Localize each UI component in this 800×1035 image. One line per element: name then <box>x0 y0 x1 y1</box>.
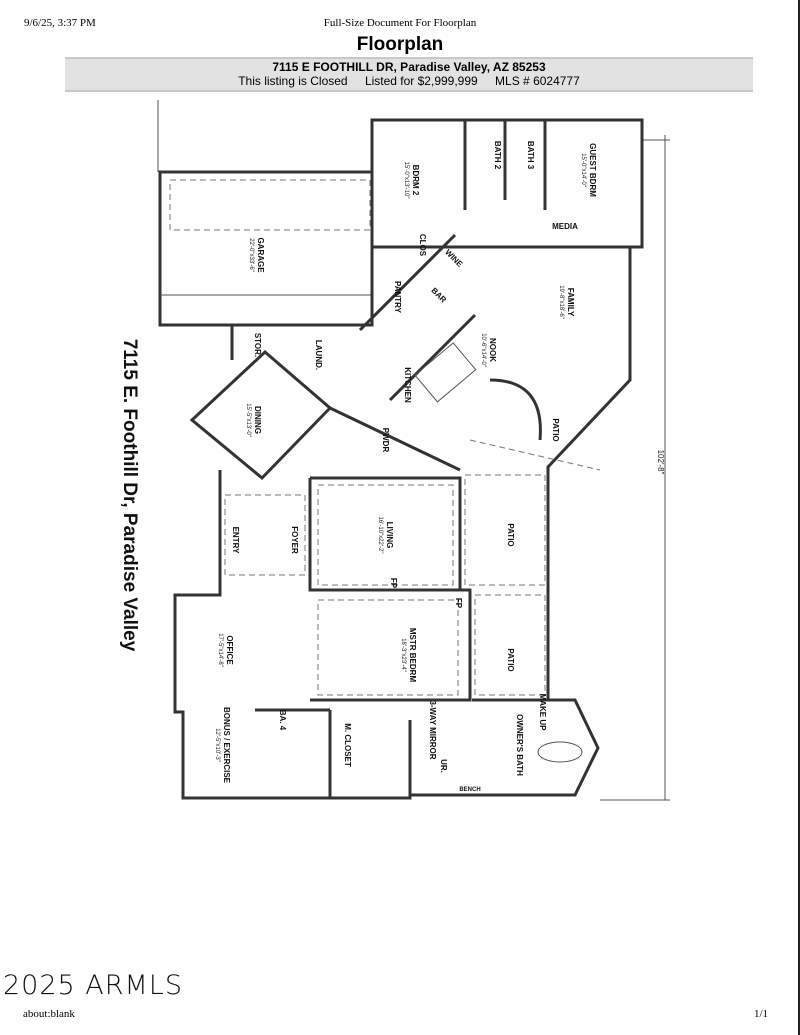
room-name: GARAGE <box>256 237 265 273</box>
listing-price: Listed for $2,999,999 <box>364 74 478 88</box>
room-dimensions: 18'-3"x23'-4" <box>400 638 406 672</box>
room-name: BATH 3 <box>526 141 535 170</box>
room-name: FP <box>389 578 398 589</box>
room-dimensions: 15'-5"x13'-0" <box>245 403 251 437</box>
room-label: CLOS <box>418 234 427 257</box>
room-name: BATH 2 <box>493 141 502 170</box>
room-name: BENCH <box>459 787 480 793</box>
room-label: BAR <box>429 286 448 305</box>
room-label: PANTRY <box>393 281 402 314</box>
room-name: PATIO <box>506 648 515 671</box>
room-name: PATIO <box>551 418 560 441</box>
room-name: LIVING <box>385 522 394 549</box>
room-label: MEDIA <box>552 222 578 231</box>
room-label: FP <box>454 598 463 609</box>
room-name: MAKE UP <box>538 694 547 732</box>
page-title: Floorplan <box>356 34 444 55</box>
room-label: BATH 2 <box>493 141 502 170</box>
room-name: CLOS <box>418 234 427 257</box>
room-name: BAR <box>429 286 448 305</box>
listing-info-bar: 7115 E FOOTHILL DR, Paradise Valley, AZ … <box>65 57 753 92</box>
room-label: WINE <box>443 248 465 270</box>
dimension-lines <box>157 100 670 801</box>
room-label: BDRM 215'-0"x13'-10" <box>403 162 420 199</box>
room-dimensions: 15'-0"x14'-0" <box>580 153 586 187</box>
room-name: M. CLOSET <box>343 723 352 767</box>
overall-dimension: 102'-8" <box>656 450 665 475</box>
print-datetime: 9/6/25, 3:37 PM <box>24 17 96 29</box>
room-label: PATIO <box>551 418 560 441</box>
walls <box>158 118 644 800</box>
room-label: OWNER'S BATH <box>515 714 524 776</box>
room-name: KITCHEN <box>403 367 412 403</box>
room-name: LAUND. <box>314 340 323 370</box>
room-dimensions: 10'-6"x14'-0" <box>480 333 486 367</box>
room-label: M. CLOSET <box>343 723 352 767</box>
room-label: PWDR <box>381 428 390 453</box>
room-dimensions: 16'-10"x22'-2" <box>377 517 383 554</box>
room-name: 3-WAY MIRROR <box>428 700 437 759</box>
room-label: PATIO <box>506 648 515 671</box>
room-name: BA. 4 <box>278 710 287 731</box>
room-dimensions: 19'-8"x18'-6" <box>558 285 564 319</box>
room-name: NOOK <box>488 338 497 362</box>
room-label: STOR. <box>253 333 262 357</box>
room-label: BATH 3 <box>526 141 535 170</box>
room-label: ENTRY <box>231 527 240 554</box>
room-dimensions: 22'-0"x33'-6" <box>248 238 254 272</box>
ceiling-dashes <box>169 179 601 696</box>
room-label: MAKE UP <box>538 694 547 732</box>
listing-mls: MLS # 6024777 <box>495 74 580 88</box>
room-name: GUEST BDRM <box>588 143 597 197</box>
room-label: BENCH <box>459 787 480 793</box>
room-label: PATIO <box>506 523 515 546</box>
room-name: WINE <box>443 248 465 270</box>
floorplan-drawing: 7115 E. Foothill Dr, Paradise Valley 102… <box>119 100 670 801</box>
room-name: ENTRY <box>231 527 240 554</box>
room-name: BDRM 2 <box>411 165 420 196</box>
room-label: LAUND. <box>314 340 323 370</box>
print-footer-url: about:blank <box>23 1008 75 1020</box>
listing-status: This listing is Closed <box>238 74 348 88</box>
room-name: FP <box>454 598 463 609</box>
listing-address: 7115 E FOOTHILL DR, Paradise Valley, AZ … <box>272 60 546 74</box>
room-name: OFFICE <box>225 635 234 665</box>
room-name: FAMILY <box>566 288 575 317</box>
print-header-title: Full-Size Document For Floorplan <box>323 17 477 29</box>
room-label: BA. 4 <box>278 710 287 731</box>
room-name: STOR. <box>253 333 262 357</box>
room-name: DINING <box>253 406 262 434</box>
room-name: MEDIA <box>552 222 578 231</box>
room-label: 3-WAY MIRROR <box>428 700 437 759</box>
room-label: FP <box>389 578 398 589</box>
room-name: MSTR BEDRM <box>408 628 417 683</box>
room-name: BONUS / EXERCISE <box>222 707 231 784</box>
print-footer-page: 1/1 <box>754 1008 769 1020</box>
room-name: OWNER'S BATH <box>515 714 524 776</box>
floorplan-side-title: 7115 E. Foothill Dr, Paradise Valley <box>119 339 140 652</box>
room-name: PWDR <box>381 428 390 453</box>
room-dimensions: 17'-5"x14'-8" <box>217 633 223 667</box>
armls-watermark: 2025 ARMLS <box>3 970 184 1001</box>
window-edge <box>798 0 800 1035</box>
room-label: FOYER <box>290 526 299 554</box>
room-dimensions: 12'-5"x10'-3" <box>214 728 220 762</box>
room-dimensions: 15'-0"x13'-10" <box>403 162 409 199</box>
room-name: FOYER <box>290 526 299 554</box>
room-name: PATIO <box>506 523 515 546</box>
room-name: PANTRY <box>393 281 402 314</box>
room-label: UR. <box>439 759 448 773</box>
room-name: UR. <box>439 759 448 773</box>
room-label: KITCHEN <box>403 367 412 403</box>
